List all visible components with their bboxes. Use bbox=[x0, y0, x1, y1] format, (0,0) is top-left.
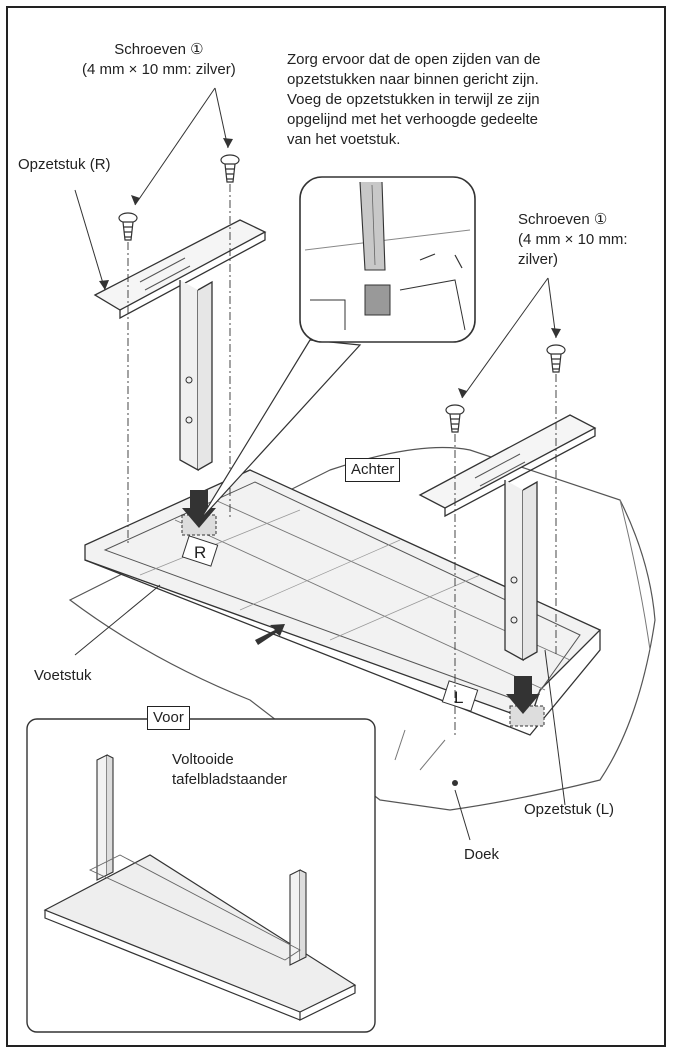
marker-r: R bbox=[194, 543, 206, 562]
screws-label-right: Schroeven ① (4 mm × 10 mm: zilver) bbox=[518, 211, 628, 268]
cloth-label: Doek bbox=[464, 846, 500, 863]
detail-callout bbox=[199, 176, 476, 521]
instruction-text: Zorg ervoor dat de open zijden van de op… bbox=[287, 51, 541, 148]
attachment-r-part bbox=[93, 219, 267, 472]
marker-l: L bbox=[454, 688, 463, 707]
completed-stand-inset bbox=[26, 718, 376, 1033]
back-label: Achter bbox=[345, 458, 401, 482]
attachment-r-label: Opzetstuk (R) bbox=[18, 156, 111, 173]
insert-arrow-right bbox=[182, 490, 216, 528]
screws-label-top-left: Schroeven ① (4 mm × 10 mm: zilver) bbox=[82, 41, 236, 78]
completed-stand-label: Voltooide tafelbladstaander bbox=[172, 751, 288, 788]
figure-frame bbox=[6, 6, 666, 1047]
front-label: Voor bbox=[147, 706, 190, 730]
screw-icon bbox=[118, 154, 566, 433]
insert-arrow-left bbox=[506, 676, 540, 714]
base-label: Voetstuk bbox=[34, 667, 92, 684]
attachment-l-label: Opzetstuk (L) bbox=[524, 801, 615, 818]
attachment-l-part bbox=[418, 414, 597, 662]
